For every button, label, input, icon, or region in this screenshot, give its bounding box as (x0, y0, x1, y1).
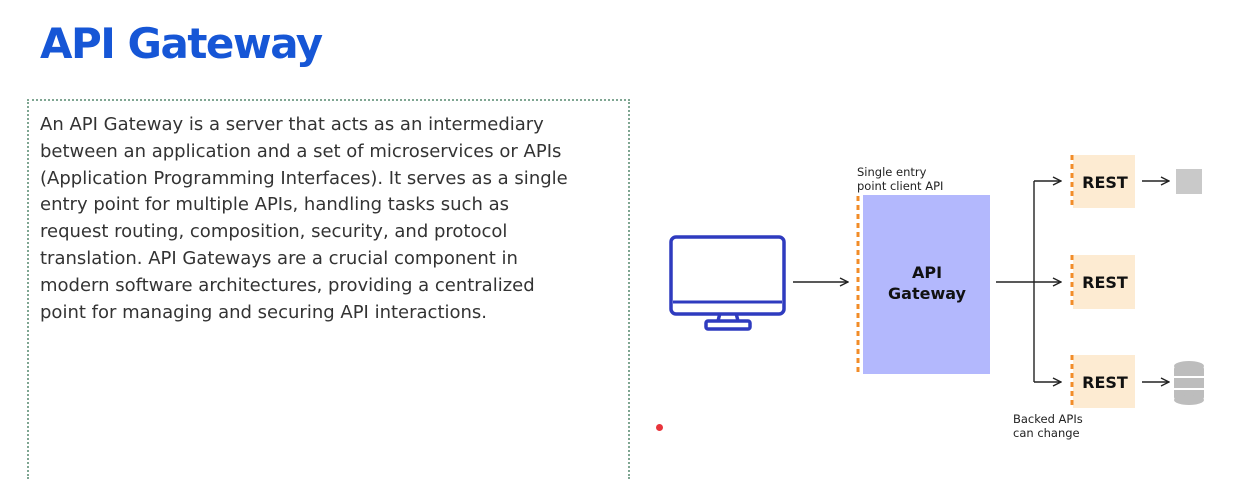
description-line: point for managing and securing API inte… (40, 301, 488, 323)
gateway-label-line: API (912, 263, 942, 282)
description-line: modern software architectures, providing… (40, 274, 535, 296)
rest-label: REST (1082, 373, 1128, 392)
description-line: (Application Programming Interfaces). It… (40, 167, 568, 189)
box-icon (1176, 169, 1202, 194)
monitor-icon (669, 235, 786, 331)
backend-caption-line: Backed APIs (1013, 412, 1083, 426)
description-line: An API Gateway is a server that acts as … (40, 114, 544, 135)
database-icon (1174, 361, 1204, 405)
pointer-dot (656, 424, 663, 431)
gateway-label-line: Gateway (888, 284, 967, 303)
rest-label: REST (1082, 273, 1128, 292)
page-title: API Gateway (40, 19, 323, 68)
gateway-caption-line: Single entry (857, 165, 927, 179)
rest-service-box: REST (1070, 355, 1135, 408)
description-line: translation. API Gateways are a crucial … (40, 247, 518, 269)
description-text: An API Gateway is a server that acts as … (40, 112, 630, 326)
rest-label: REST (1082, 173, 1128, 192)
description-box (27, 99, 630, 479)
rest-service-box: REST (1070, 155, 1135, 208)
description-line: entry point for multiple APIs, handling … (40, 194, 509, 216)
description-line: between an application and a set of micr… (40, 140, 562, 162)
rest-service-box: REST (1070, 255, 1135, 309)
gateway-box (863, 195, 990, 374)
backend-caption-line: can change (1013, 426, 1080, 440)
gateway-to-services-connectors (996, 181, 1061, 382)
description-line: request routing, composition, security, … (40, 221, 508, 243)
gateway-caption-line: point client API (857, 179, 943, 193)
